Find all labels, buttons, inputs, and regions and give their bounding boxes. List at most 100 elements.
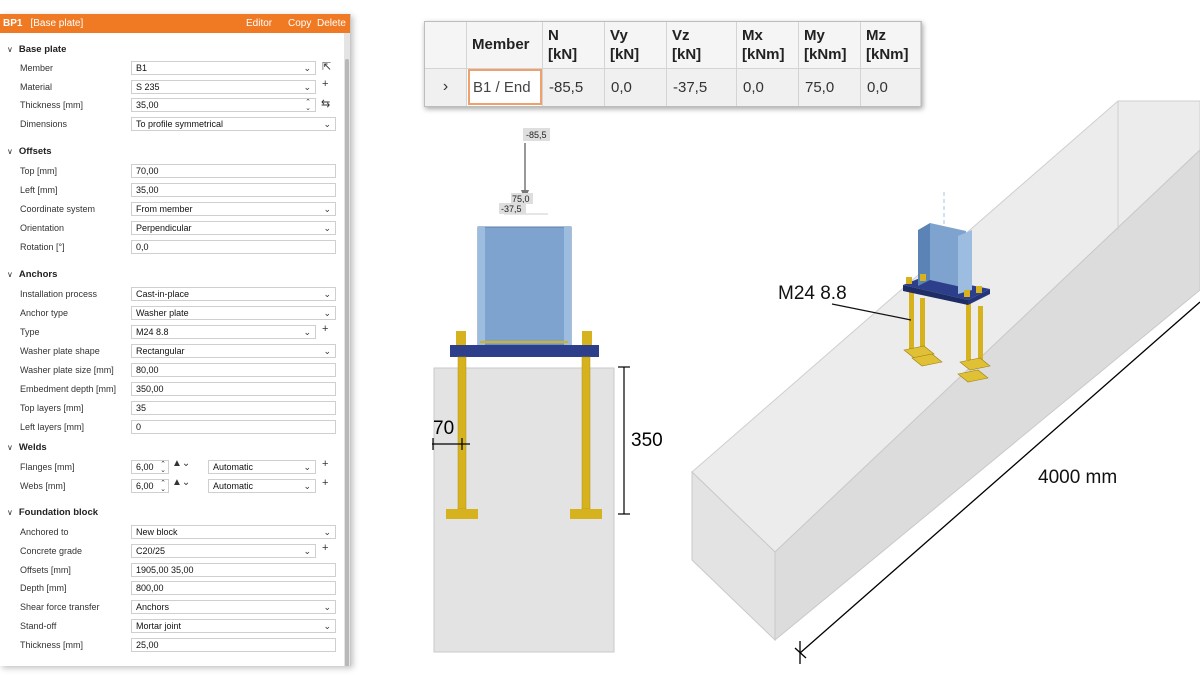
top-layers-input[interactable]: 35 [131,401,336,415]
section-offsets[interactable]: ∨Offsets [7,146,52,157]
left-input[interactable]: 35,00 [131,183,336,197]
table-row[interactable]: › B1 / End -85,5 0,0 -37,5 0,0 75,0 0,0 [425,68,921,106]
load-my-badge [511,193,533,204]
col-vz[interactable]: Vz[kN] [666,22,737,69]
installation-select[interactable]: Cast-in-place⌄ [131,287,336,301]
col-vy[interactable]: Vy[kN] [604,22,667,69]
add-icon[interactable]: + [322,477,329,489]
anchor-type-select[interactable]: Washer plate⌄ [131,306,336,320]
left-layers-label: Left layers [mm] [20,422,85,432]
coord-label: Coordinate system [20,204,96,214]
standoff-select[interactable]: Mortar joint⌄ [131,619,336,633]
shear-label: Shear force transfer [20,602,100,612]
col-my[interactable]: My[kNm] [798,22,861,69]
chevron-down-icon: ⌄ [323,602,331,612]
material-select[interactable]: S 235⌄ [131,80,316,94]
add-icon[interactable]: + [322,323,329,335]
member-label: Member [20,63,54,73]
f-offsets-input[interactable]: 1905,00 35,00 [131,563,336,577]
anchored-to-select[interactable]: New block⌄ [131,525,336,539]
washer-shape-select[interactable]: Rectangular⌄ [131,344,336,358]
nut-3d-2 [920,274,926,281]
section-anchors[interactable]: ∨Anchors [7,269,57,280]
webs-mode-select[interactable]: Automatic⌄ [208,479,316,493]
loads-table: Member N[kN] Vy[kN] Vz[kN] Mx[kNm] My[kN… [424,21,922,107]
section-welds[interactable]: ∨Welds [7,442,47,453]
type-label: Type [20,327,40,337]
concrete-label: Concrete grade [20,546,83,556]
foundation-end-face [691,470,776,642]
add-icon[interactable]: + [322,542,329,554]
concrete-select[interactable]: C20/25⌄ [131,544,316,558]
cell-vz[interactable]: -37,5 [666,68,737,106]
scrollbar-thumb[interactable] [345,59,349,666]
section-base-plate[interactable]: ∨Base plate [7,44,66,55]
chevron-down-icon: ⌄ [323,346,331,356]
properties-panel: BP1 [Base plate] Editor Copy Delete ∨Bas… [0,14,351,666]
top-input[interactable]: 70,00 [131,164,336,178]
section-label: Base plate [18,44,67,55]
cell-vy[interactable]: 0,0 [604,68,667,106]
dimensions-select[interactable]: To profile symmetrical⌄ [131,117,336,131]
anchor-3d-4 [978,306,983,368]
chevron-down-icon: ∨ [7,443,13,452]
panel-title: [Base plate] [30,18,84,29]
thickness-label: Thickness [mm] [20,100,84,110]
foundation-side-face [774,149,1200,642]
weld-type-icon[interactable]: ▲⌄ [172,458,191,469]
top-layers-label: Top layers [mm] [20,403,84,413]
thickness-stepper[interactable]: 35,00⌃⌄ [131,98,316,112]
stepper-icon: ⌃⌄ [160,461,166,474]
panel-id: BP1 [3,18,23,29]
flanges-mode-select[interactable]: Automatic⌄ [208,460,316,474]
add-icon[interactable]: + [322,78,329,90]
panel-scrollbar[interactable] [344,33,350,666]
left-layers-input[interactable]: 0 [131,420,336,434]
webs-stepper[interactable]: 6,00⌃⌄ [131,479,169,493]
copy-button[interactable]: Copy [288,18,312,29]
editor-button[interactable]: Editor [246,18,273,29]
nut-3d-4 [976,286,982,293]
col-mx[interactable]: Mx[kNm] [736,22,799,69]
chevron-down-icon: ⌄ [323,204,331,214]
type-select[interactable]: M24 8.8⌄ [131,325,316,339]
length-dim-text: 4000 mm [1038,467,1117,488]
washer-3d-2 [911,353,943,367]
member-select[interactable]: B1⌄ [131,61,316,75]
orientation-select[interactable]: Perpendicular⌄ [131,221,336,235]
embedment-input[interactable]: 350,00 [131,382,336,396]
cell-mz[interactable]: 0,0 [860,68,921,106]
depth-input[interactable]: 800,00 [131,581,336,595]
washer-size-input[interactable]: 80,00 [131,363,336,377]
base-plate-front [450,345,599,357]
pick-cursor-icon[interactable]: ⇱ [322,61,332,73]
rotation-input[interactable]: 0,0 [131,240,336,254]
section-label: Offsets [18,146,52,157]
cell-n[interactable]: -85,5 [542,68,605,106]
cell-my[interactable]: 75,0 [798,68,861,106]
depth-label: Depth [mm] [20,583,67,593]
foundation-top-face [691,100,1200,553]
cell-mx[interactable]: 0,0 [736,68,799,106]
f-thickness-input[interactable]: 25,00 [131,638,336,652]
coord-select[interactable]: From member⌄ [131,202,336,216]
swap-icon[interactable]: ⇆ [321,98,331,110]
col-member[interactable]: Member [466,22,543,69]
load-vz-text: -37,5 [501,204,522,214]
column-3d-flange [918,223,930,286]
add-icon[interactable]: + [322,458,329,470]
delete-button[interactable]: Delete [317,18,346,29]
section-label: Anchors [18,269,58,280]
col-mz[interactable]: Mz[kNm] [860,22,921,69]
flanges-stepper[interactable]: 6,00⌃⌄ [131,460,169,474]
section-foundation[interactable]: ∨Foundation block [7,507,98,518]
col-n[interactable]: N[kN] [542,22,605,69]
weld-type-icon[interactable]: ▲⌄ [172,477,191,488]
load-arrow-head [521,190,529,200]
nut-left-top [456,331,466,345]
cell-member[interactable]: B1 / End [466,68,543,106]
f-offsets-label: Offsets [mm] [20,565,71,575]
front-view: -85,5 75,0 -37,5 70 350 [432,128,663,653]
shear-select[interactable]: Anchors⌄ [131,600,336,614]
expand-chevron-icon[interactable]: › [425,68,467,106]
